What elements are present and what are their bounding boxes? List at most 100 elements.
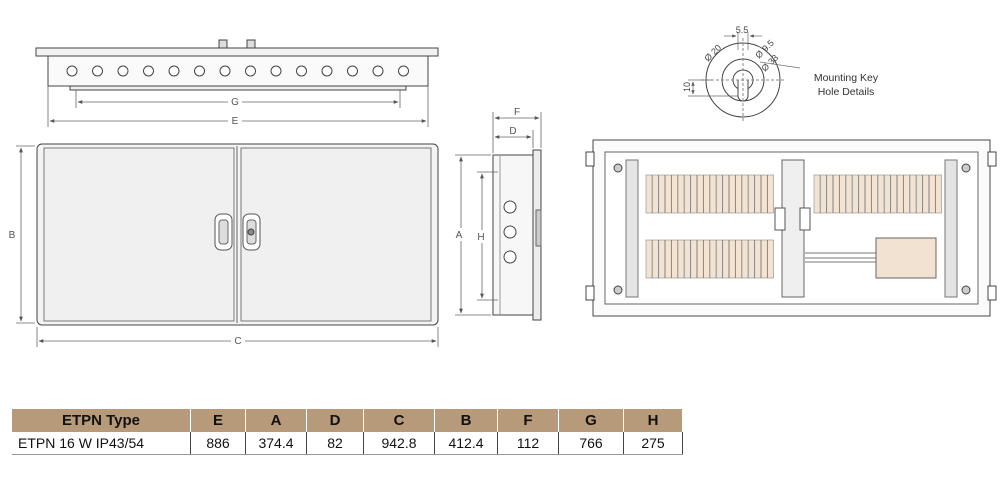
breaker-module	[760, 174, 768, 214]
breaker-module	[645, 239, 653, 279]
breaker-module	[690, 239, 698, 279]
breaker-module	[748, 239, 755, 279]
breaker-module	[922, 174, 930, 214]
din-rails	[645, 174, 942, 279]
breaker-module	[728, 174, 736, 214]
breaker-module	[696, 174, 704, 214]
cell-A: 374.4	[245, 432, 307, 455]
breaker-module	[741, 239, 749, 279]
breaker-module	[909, 174, 917, 214]
dim-label-D: D	[509, 126, 516, 137]
knockout-hole	[372, 65, 384, 77]
breaker-module	[754, 174, 762, 214]
breaker-module	[903, 174, 910, 214]
breaker-module	[728, 239, 736, 279]
cell-C: 942.8	[363, 432, 435, 455]
breaker-module	[760, 239, 768, 279]
breaker-module	[684, 239, 691, 279]
breaker-module	[839, 174, 846, 214]
header-D: D	[306, 409, 364, 432]
breaker-module	[767, 174, 774, 214]
breaker-module	[741, 174, 749, 214]
breaker-module	[877, 174, 885, 214]
breaker-module	[645, 174, 653, 214]
header-B: B	[434, 409, 498, 432]
cell-B: 412.4	[434, 432, 498, 455]
breaker-module	[664, 239, 672, 279]
knockout-hole	[219, 65, 231, 77]
breaker-module	[826, 174, 834, 214]
dim-label-B: B	[9, 230, 16, 241]
knockout-hole	[321, 65, 333, 77]
header-H: H	[623, 409, 683, 432]
breaker-module	[677, 174, 685, 214]
cell-D: 82	[306, 432, 364, 455]
breaker-module	[703, 239, 710, 279]
top-view	[35, 39, 439, 91]
header-A: A	[245, 409, 307, 432]
knockout-hole	[245, 65, 256, 77]
breaker-module	[677, 239, 685, 279]
interior-view	[585, 139, 997, 317]
knockout-hole	[347, 65, 358, 77]
breaker-module	[703, 174, 710, 214]
dim-dia-20: Ø 20	[702, 43, 723, 64]
cell-F: 112	[497, 432, 559, 455]
header-F: F	[497, 409, 559, 432]
breaker-module	[722, 174, 730, 214]
breaker-module	[916, 174, 923, 214]
key-hole-caption-line2: Hole Details	[818, 86, 875, 98]
breaker-module	[735, 239, 742, 279]
breaker-module	[671, 239, 678, 279]
breaker-module	[852, 174, 859, 214]
breaker-module	[935, 174, 942, 214]
breaker-module	[716, 174, 723, 214]
breaker-module	[896, 174, 904, 214]
dim-5-5: 5.5	[736, 25, 749, 35]
dim-label-F: F	[514, 107, 520, 118]
dim-label-A: A	[456, 230, 463, 241]
knockout-hole	[296, 65, 307, 77]
cell-G: 766	[558, 432, 624, 455]
breaker-module	[884, 174, 891, 214]
knockout-hole	[194, 65, 205, 77]
breaker-module	[748, 174, 755, 214]
breaker-module	[858, 174, 866, 214]
specification-table: ETPN Type E A D C B F G H ETPN 16 W IP43…	[12, 409, 683, 455]
breaker-module	[684, 174, 691, 214]
knockout-hole	[66, 65, 78, 77]
breaker-module	[767, 239, 774, 279]
breaker-module	[832, 174, 840, 214]
breaker-module	[652, 239, 659, 279]
breaker-module	[735, 174, 742, 214]
knockout-hole	[117, 65, 129, 77]
breaker-module	[871, 174, 878, 214]
breaker-module	[658, 239, 666, 279]
table-row: ETPN 16 W IP43/54 886 374.4 82 942.8 412…	[12, 432, 683, 455]
technical-drawing: G E B C	[8, 25, 997, 347]
breaker-module	[709, 174, 717, 214]
knockout-hole	[270, 65, 282, 77]
header-type: ETPN Type	[12, 409, 191, 432]
dim-label-E: E	[232, 116, 239, 127]
breaker-module	[690, 174, 698, 214]
breaker-module	[722, 239, 730, 279]
breaker-module	[652, 174, 659, 214]
cell-type: ETPN 16 W IP43/54	[12, 432, 191, 455]
cell-H: 275	[623, 432, 683, 455]
front-view	[36, 143, 439, 326]
breaker-module	[845, 174, 853, 214]
knockout-hole	[398, 65, 409, 77]
breaker-module	[754, 239, 762, 279]
knockout-hole	[143, 65, 154, 77]
breaker-module	[664, 174, 672, 214]
table-header-row: ETPN Type E A D C B F G H	[12, 409, 683, 432]
breaker-module	[890, 174, 898, 214]
side-view	[492, 149, 542, 321]
breaker-module	[864, 174, 872, 214]
breaker-module	[658, 174, 666, 214]
breaker-module	[813, 174, 821, 214]
header-E: E	[190, 409, 246, 432]
cable-knockouts	[66, 65, 409, 77]
key-hole-detail	[688, 32, 801, 122]
